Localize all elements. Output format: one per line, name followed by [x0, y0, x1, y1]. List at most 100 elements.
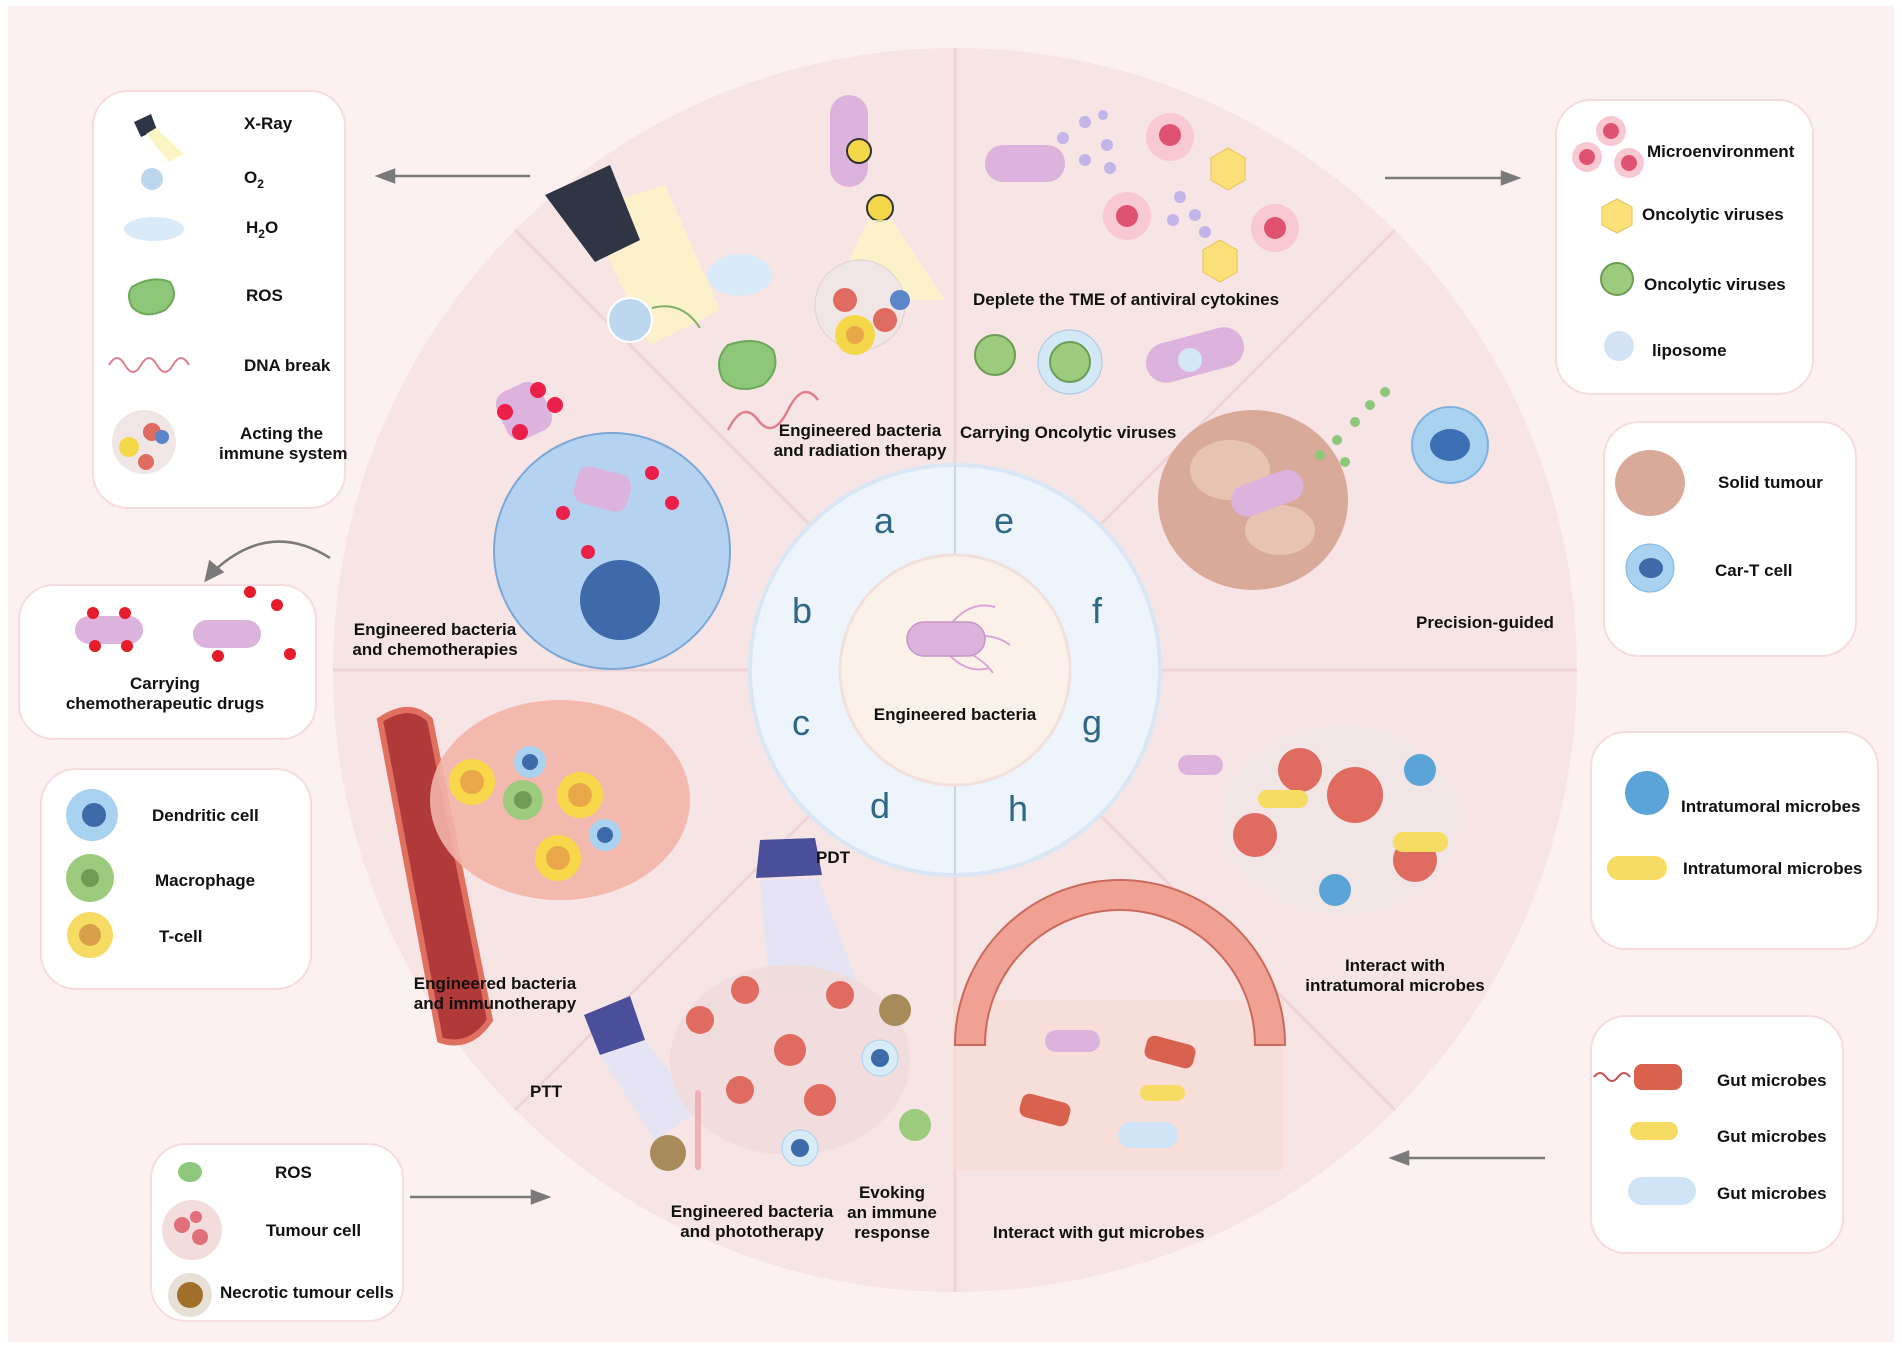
necrotic-cell-icon — [168, 1273, 212, 1317]
section-a-label-line1: Engineered bacteria — [778, 421, 942, 440]
yellow-gut-microbe-icon — [1630, 1122, 1678, 1140]
ptt-light-source-icon — [584, 996, 700, 1140]
legend-gut-1-label: Gut microbes — [1717, 1071, 1827, 1090]
tumour-cells-e — [1103, 113, 1299, 252]
microenvironment-cells-icon — [1572, 116, 1644, 178]
oxygen-molecule-icon — [141, 168, 163, 190]
ptt-label: PTT — [530, 1082, 563, 1101]
section-d-label-line2: and phototherapy — [680, 1222, 824, 1241]
precision-guided-label: Precision-guided — [1416, 613, 1554, 632]
legend-h2o-label: H2O — [246, 218, 278, 244]
deplete-tme-label: Deplete the TME of antiviral cytokines — [973, 290, 1280, 309]
segment-letter-b[interactable]: b — [792, 590, 813, 631]
legend-photo-ros-label: ROS — [275, 1163, 312, 1182]
legend-solid-tumour-label: Solid tumour — [1718, 473, 1823, 492]
legend-tumour-cell-label: Tumour cell — [266, 1221, 362, 1240]
evoking-line2: an immune — [847, 1203, 937, 1222]
precision-legend: Solid tumour Car-T cell — [1603, 421, 1857, 657]
oncolytic-virus-icosahedral-icon — [1601, 198, 1633, 234]
legend-t-cell-label: T-cell — [159, 927, 203, 946]
gut-microbes-legend: Gut microbes Gut microbes Gut microbes — [1590, 1015, 1844, 1254]
signal-dots — [1315, 387, 1390, 467]
intratumoral-cluster-icon — [1178, 725, 1460, 915]
segment-letter-f[interactable]: f — [1092, 590, 1103, 631]
dendritic-cell-icon — [66, 789, 118, 841]
pdt-label: PDT — [816, 848, 850, 867]
t-cell-icon — [67, 912, 113, 958]
intratumoral-legend: Intratumoral microbes Intratumoral micro… — [1590, 731, 1879, 950]
segment-letter-d[interactable]: d — [870, 785, 891, 826]
segment-letter-e[interactable]: e — [994, 500, 1015, 541]
segment-letter-c[interactable]: c — [792, 702, 810, 743]
segment-letter-h[interactable]: h — [1008, 788, 1029, 829]
tumour-mass-icon — [650, 965, 931, 1171]
h2o-label-text: H — [246, 218, 259, 237]
h2o-label-sub: 2 — [258, 227, 265, 241]
tumour-microenvironment-icon — [430, 700, 690, 900]
legend-oncolytic-virus-2-label: Oncolytic viruses — [1644, 275, 1786, 294]
legend-macrophage-label: Macrophage — [155, 871, 256, 890]
spiked-virus-icons — [974, 327, 1244, 395]
liposome-icon — [1604, 331, 1634, 361]
drug-loaded-bacterium-icon — [495, 381, 563, 441]
thermometer-icon — [695, 1090, 701, 1170]
cytokine-dots — [1057, 110, 1211, 238]
chemo-legend-label: Carrying chemotherapeutic drugs — [20, 674, 310, 714]
section-g-label-line1: Interact with — [1344, 956, 1446, 975]
legend-immune-system-label: Acting the immune system — [219, 424, 348, 464]
section-d-label: Engineered bacteria and phototherapy — [652, 1202, 852, 1242]
segment-letter-a[interactable]: a — [874, 500, 895, 541]
immune-system-line1: Acting the — [239, 424, 324, 443]
oncolytic-virus-spiked-icon — [1600, 262, 1634, 296]
yellow-microbe-icon — [1607, 856, 1667, 880]
phototherapy-legend: ROS Tumour cell Necrotic tumour cells — [150, 1143, 404, 1322]
water-molecule-icon — [124, 217, 184, 241]
o2-label-sub: 2 — [257, 177, 264, 191]
oncolytic-virus-icosahedral-icons — [1202, 147, 1246, 283]
gut-microbes-label: Interact with gut microbes — [993, 1223, 1205, 1242]
chemo-legend: Carrying chemotherapeutic drugs — [18, 584, 317, 740]
section-c-label-line1: Engineered bacteria — [413, 974, 577, 993]
legend-car-t-label: Car-T cell — [1715, 561, 1793, 580]
red-gut-microbe-icon — [1593, 1064, 1682, 1090]
ros-icon — [718, 340, 777, 390]
radiation-legend: X-Ray O2 H2O ROS DNA break Acting the im… — [92, 90, 348, 509]
water-icon — [708, 254, 772, 296]
section-g-label: Interact with intratumoral microbes — [1295, 956, 1495, 996]
dna-helix-icon — [726, 390, 819, 431]
section-c-label: Engineered bacteria and immunotherapy — [395, 974, 595, 1014]
drug-releasing-bacterium-icon — [193, 586, 296, 662]
chemo-line2: chemotherapeutic drugs — [65, 694, 265, 713]
immune-system-line2: immune system — [219, 444, 348, 463]
drug-loaded-bacterium-icon — [75, 607, 143, 652]
section-g-label-line2: intratumoral microbes — [1305, 976, 1485, 995]
section-b-label: Engineered bacteria and chemotherapies — [335, 620, 535, 660]
center-label: Engineered bacteria — [873, 705, 1037, 724]
legend-o2-label: O2 — [244, 168, 264, 194]
section-a-label: Engineered bacteria and radiation therap… — [760, 421, 960, 461]
h2o-label-suffix: O — [264, 218, 279, 237]
legend-intratumoral-1-label: Intratumoral microbes — [1681, 797, 1861, 816]
oxygen-icon — [607, 297, 653, 343]
legend-intratumoral-2-label: Intratumoral microbes — [1683, 859, 1863, 878]
gut-microbes-scene — [1019, 1030, 1196, 1148]
section-a-label-line2: and radiation therapy — [773, 441, 947, 460]
blood-vessel-icon — [376, 707, 494, 1046]
section-b-label-line1: Engineered bacteria — [353, 620, 517, 639]
depleting-bacterium-icon — [985, 145, 1065, 182]
gut-epithelium-icon — [953, 879, 1287, 1170]
ros-icon — [128, 278, 175, 316]
chemo-cell-icon — [493, 432, 731, 670]
evoking-line1: Evoking — [858, 1183, 926, 1202]
arrows — [204, 168, 1545, 1205]
blue-microbe-icon — [1625, 771, 1669, 815]
legend-dna-break-label: DNA break — [244, 356, 331, 375]
car-t-cell-icon — [1411, 406, 1489, 484]
legend-gut-2-label: Gut microbes — [1717, 1127, 1827, 1146]
x-ray-emitter-icon — [134, 114, 184, 162]
ros-icon — [178, 1162, 202, 1182]
immune-cluster-icon — [814, 259, 910, 355]
segment-letter-g[interactable]: g — [1082, 702, 1103, 743]
section-d-label-line1: Engineered bacteria — [670, 1202, 834, 1221]
